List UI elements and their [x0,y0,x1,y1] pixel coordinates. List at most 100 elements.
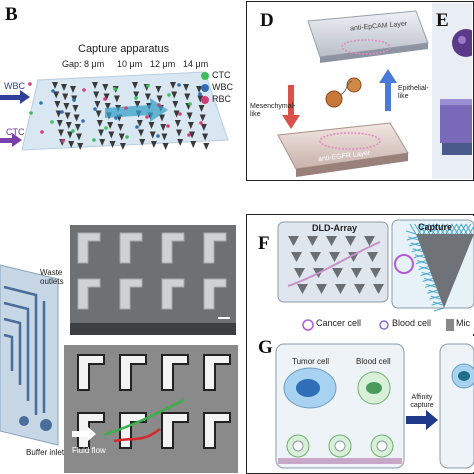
capture-strand [442,223,449,235]
pillar [94,101,101,108]
pillar [177,139,184,146]
dld-triangle [335,284,346,294]
pillar [65,122,72,129]
fluid-flow-label: Fluid flow [72,446,106,455]
capture-strand [423,223,431,235]
affinity-arrow [406,410,438,430]
dld-triangle [288,236,299,246]
micro-post [77,354,105,391]
gap-8: 8 μm [84,59,105,69]
cell-dot [92,138,96,142]
cell-dot [72,98,76,102]
pillar [92,82,98,89]
capture-strand [437,223,445,235]
panel-letter: D [260,10,274,31]
capture-strand [430,295,441,300]
dld-triangle [351,268,362,278]
cell-dot [187,133,191,137]
pillar [68,141,75,148]
gap-14: 14 μm [183,59,209,69]
cell-dot [166,124,170,128]
cell-dot [113,87,117,91]
gap-10: 10 μm [117,59,143,69]
inlet-arrow-wbc [0,90,30,104]
pillar [62,93,69,101]
chip-schematic [0,264,59,446]
panel-e-graphic [440,29,472,155]
dld-triangle [370,268,381,278]
right-arrow-label: Epithelial-like [398,85,429,100]
pillar [190,141,197,148]
capture-strand [428,289,439,294]
pillar [107,122,114,129]
legend-dot-ctc [201,72,209,80]
pillar [102,84,109,91]
pillar [64,112,71,120]
affinity-capture-graphic [275,343,474,469]
pillar [156,95,163,103]
buffer-inlet-label: Buffer inlet [26,448,65,457]
blood-cell-label: Blood cell [356,357,391,366]
pillar [203,143,210,150]
pillar [98,129,104,137]
pillar [53,91,60,99]
pillar [160,124,167,131]
pillar [136,120,143,127]
pillar [197,95,204,103]
legend-swatch-mic [446,319,454,331]
dld-triangle [364,236,375,246]
panel-d: D anti-EpCAM Layer anti-EGFR Layer Mesen… [248,3,432,179]
waste-outlets-label: Waste outlets [40,268,64,286]
cell-dot [124,106,128,110]
inlet-wbc-label: WBC [4,81,25,91]
cell-dot [178,112,182,116]
pillar [187,122,194,129]
cell-dot [71,129,75,133]
pillar [132,82,138,89]
legend-wbc: WBC [212,82,233,92]
micro-post [119,278,143,310]
pillar [184,93,191,101]
cell-dot [145,115,149,119]
micro-post [203,354,231,391]
pillar [99,139,106,146]
capture-title: Capture [418,222,453,232]
pillar [196,86,203,93]
capture-strand [451,223,459,235]
panel-letter: G [258,337,273,358]
pillar [58,129,64,137]
cell-orange [346,77,362,93]
capture-strand [414,223,422,235]
pillar [109,141,116,148]
micro-post [77,232,101,264]
fluid-micrograph [64,345,238,473]
cell-dot [93,107,97,111]
captured-bead-core [376,440,388,452]
panel-letter: F [258,233,270,254]
panel-letter: B [5,4,18,25]
capture-apparatus-title: Capture apparatus [78,43,170,55]
pillar [76,133,82,141]
pillar [52,82,58,89]
capture-strand [418,223,426,235]
sem-micrograph [70,225,236,335]
panel-g: G Tumor cell Blood cell Affinity capture [248,336,474,472]
cell-dot [125,135,129,139]
cell-dot [146,84,150,88]
pillar [186,112,193,120]
capture-strand [419,266,430,270]
pillar [173,110,180,118]
capture-strand [455,223,463,235]
capture-strand [426,283,437,288]
cell-dot [28,82,32,86]
pillar [172,101,179,108]
dld-triangle [329,252,340,262]
fluid-flow-arrow [72,427,96,441]
panel-f-legend: Cancer cell Blood cell Mic [248,316,474,334]
micro-post [203,232,227,264]
cell-dot [167,93,171,97]
micro-post [203,412,231,449]
capture-strand [423,277,435,282]
cell-dot [135,125,139,129]
dld-triangle [294,268,305,278]
